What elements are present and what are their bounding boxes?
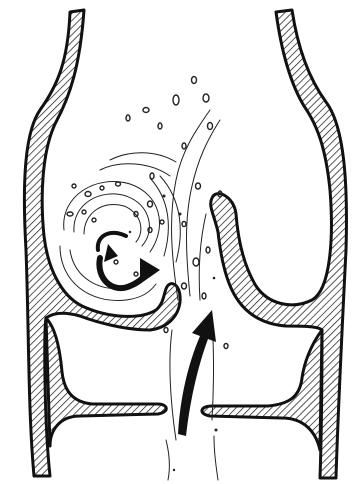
vortex-streaks bbox=[60, 153, 180, 301]
left-lower-septum bbox=[46, 318, 166, 446]
vortex-arrow bbox=[98, 233, 160, 288]
right-lower-septum bbox=[202, 330, 322, 450]
